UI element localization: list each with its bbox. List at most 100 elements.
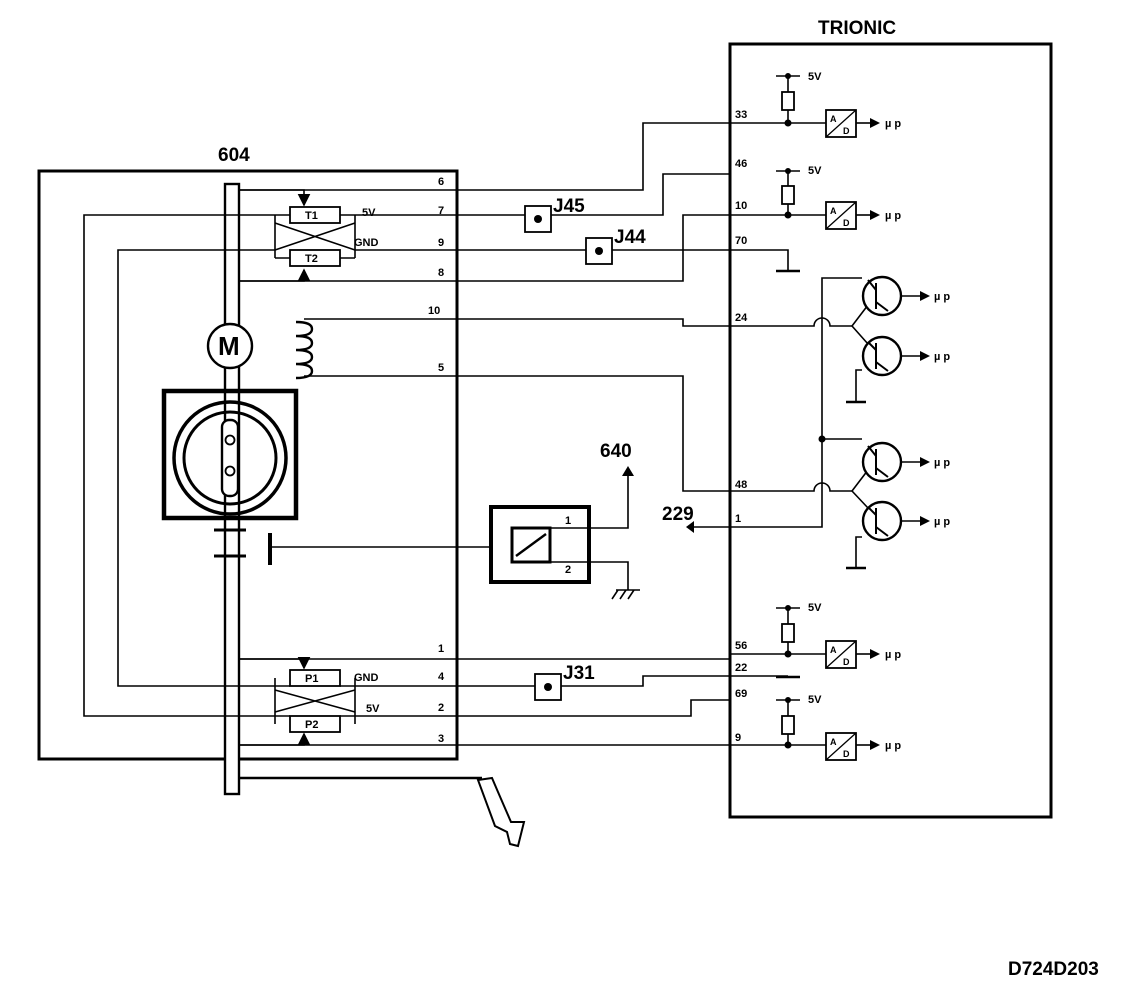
p1-label: P1 <box>305 673 318 685</box>
t2-wiper <box>239 268 311 282</box>
svg-text:µ p: µ p <box>934 516 950 528</box>
svg-text:A: A <box>830 645 837 655</box>
t-gnd-label: GND <box>354 237 379 249</box>
p2-wiper <box>239 732 311 746</box>
p1-wiper <box>239 656 311 670</box>
svg-text:5V: 5V <box>808 694 822 706</box>
relay-640-arrow <box>622 466 634 476</box>
p-cross-wires <box>274 689 356 713</box>
left-pin-7: 7 <box>438 205 444 217</box>
relay-ground <box>611 589 640 600</box>
svg-text:D: D <box>843 749 850 759</box>
connector-j31: J31 <box>534 663 595 701</box>
transistor-q4: µ p <box>861 500 950 542</box>
throttle-ring-outer <box>172 400 288 516</box>
svg-text:A: A <box>830 737 837 747</box>
svg-text:D: D <box>843 657 850 667</box>
right-pin-70: 70 <box>735 235 747 247</box>
relay-pin1-wire <box>550 472 629 529</box>
svg-text:µ p: µ p <box>885 210 901 222</box>
right-pin-9: 9 <box>735 732 741 744</box>
p-5v-label: 5V <box>366 703 380 715</box>
left-pin-10: 10 <box>428 305 440 317</box>
shaft-clutch <box>214 528 246 558</box>
drawing-id: D724D203 <box>1008 959 1099 980</box>
t-sensor-leads <box>275 214 355 259</box>
left-pin-wires <box>239 189 457 746</box>
right-pin-10: 10 <box>735 200 747 212</box>
throttle-ring-inner <box>182 410 278 506</box>
t2-p1-link-wire <box>117 249 275 687</box>
left-pin-8: 8 <box>438 267 444 279</box>
t1-wiper <box>239 189 311 207</box>
left-pin-1: 1 <box>438 643 444 655</box>
connector-j44: J44 <box>585 227 646 265</box>
svg-text:5V: 5V <box>808 165 822 177</box>
right-pin-56: 56 <box>735 640 747 652</box>
harness-wires <box>457 122 730 746</box>
svg-text:D: D <box>843 218 850 228</box>
right-pin-24: 24 <box>735 312 748 324</box>
ad-channel-56: 5V A D µ p <box>730 602 901 669</box>
ext-229-arrow <box>686 521 694 533</box>
relay-640-label: 640 <box>600 441 632 462</box>
transistor-q3: µ p <box>861 441 950 483</box>
throttle-body <box>161 388 299 521</box>
svg-text:5V: 5V <box>808 602 822 614</box>
left-pin-3: 3 <box>438 733 444 745</box>
p-sensor-leads <box>275 685 355 717</box>
transistor-q1: µ p <box>861 275 950 317</box>
relay-pin2-wire <box>550 561 629 590</box>
relay-pin2-label: 2 <box>565 564 571 576</box>
left-pin-5: 5 <box>438 362 444 374</box>
h-bridge <box>730 277 869 570</box>
right-pin-46: 46 <box>735 158 747 170</box>
p-gnd-label: GND <box>354 672 379 684</box>
ad-channel-10: 5V A D µ p <box>730 165 901 230</box>
t-5v-label: 5V <box>362 207 376 219</box>
left-pin-6: 6 <box>438 176 444 188</box>
throttle-pin-2 <box>224 465 236 477</box>
motor-label: M <box>218 331 240 361</box>
ext-229-label: 229 <box>662 504 694 525</box>
ad-channel-9: 5V A D µ p <box>730 694 901 761</box>
accelerator-pedal <box>476 776 526 848</box>
svg-text:A: A <box>830 114 837 124</box>
svg-text:µ p: µ p <box>885 740 901 752</box>
pedal-unit-box <box>37 169 459 761</box>
svg-text:J44: J44 <box>614 227 646 248</box>
right-pin-48: 48 <box>735 479 747 491</box>
connector-j45: J45 <box>524 196 585 233</box>
relay-pin1-label: 1 <box>565 515 571 527</box>
svg-text:A: A <box>830 206 837 216</box>
t1-p2-link-wire <box>83 214 275 717</box>
t-sensor-sides <box>274 215 356 258</box>
svg-text:J45: J45 <box>553 196 585 217</box>
t2-label: T2 <box>305 253 318 265</box>
coil-symbol <box>295 320 314 380</box>
right-pin-33: 33 <box>735 109 747 121</box>
svg-text:µ p: µ p <box>885 649 901 661</box>
trionic-title: TRIONIC <box>818 18 896 39</box>
p1-sensor <box>289 669 341 687</box>
svg-text:5V: 5V <box>808 71 822 83</box>
t1-label: T1 <box>305 210 318 222</box>
transistor-q2: µ p <box>861 335 950 377</box>
right-pin-22: 22 <box>735 662 747 674</box>
trionic-box <box>728 42 1053 819</box>
ground-70 <box>730 249 800 273</box>
ad-channel-33: 5V A D µ p <box>730 71 901 138</box>
motor-symbol <box>206 322 254 370</box>
left-pin-9: 9 <box>438 237 444 249</box>
t-cross-wires <box>274 222 356 251</box>
throttle-plate <box>220 418 240 498</box>
svg-text:J31: J31 <box>563 663 595 684</box>
pedal-unit-title: 604 <box>218 145 250 166</box>
svg-text:µ p: µ p <box>934 351 950 363</box>
right-pin-1: 1 <box>735 513 741 525</box>
p2-label: P2 <box>305 719 318 731</box>
p2-sensor <box>289 715 341 733</box>
throttle-pin-1 <box>224 434 236 446</box>
right-pin-69: 69 <box>735 688 747 700</box>
